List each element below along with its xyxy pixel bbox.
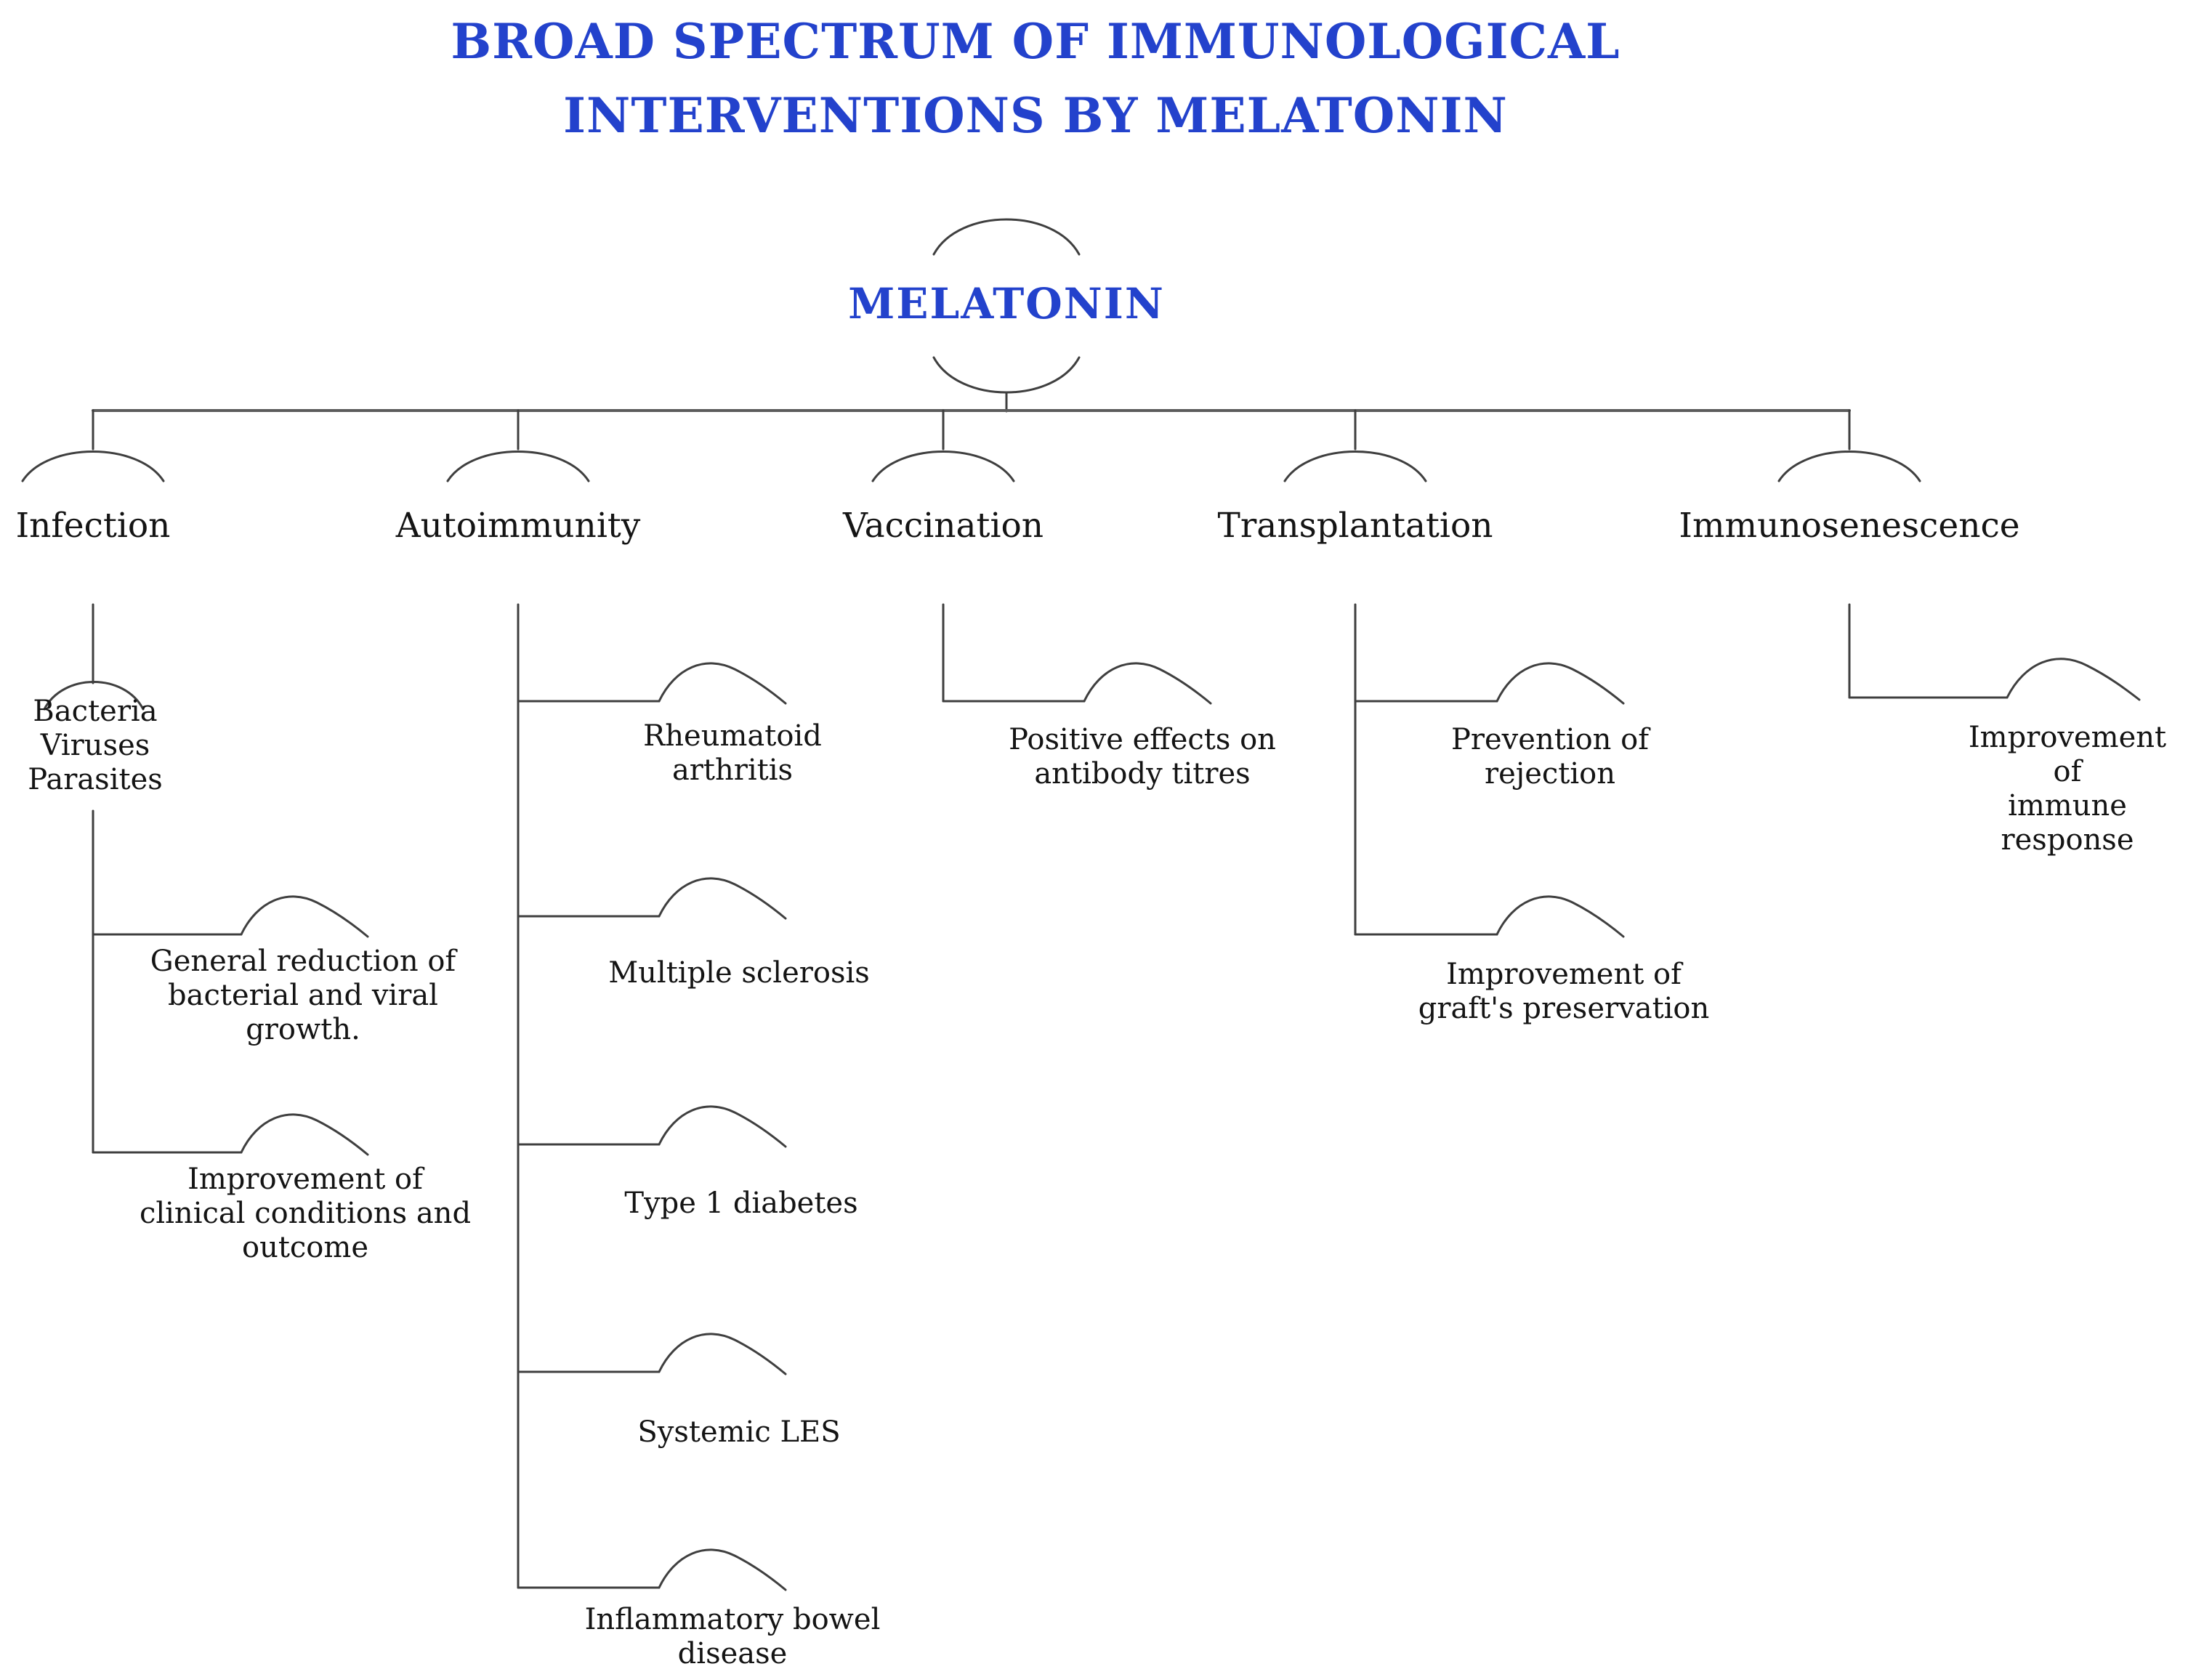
dome-bacteria xyxy=(43,681,145,711)
page-title: BROAD SPECTRUM OF IMMUNOLOGICAL INTERVEN… xyxy=(451,13,1620,144)
dome-immunosenescence xyxy=(1777,450,1921,482)
leaf-dome-infection-1 xyxy=(240,1113,369,1156)
leaf-dome-autoimmunity-1 xyxy=(658,877,787,920)
leaf-prevention-of-rejection: Prevention of rejection xyxy=(1450,723,1650,791)
leaf-dome-autoimmunity-3 xyxy=(658,1333,787,1375)
dome-transplantation xyxy=(1283,450,1427,482)
leaf-graft-preservation: Improvement of graft's preservation xyxy=(1418,958,1710,1025)
leaf-dome-transplantation-1 xyxy=(1495,895,1625,938)
leaf-dome-transplantation-0 xyxy=(1495,662,1625,705)
branch-label-autoimmunity: Autoimmunity xyxy=(395,506,641,546)
leaf-multiple-sclerosis: Multiple sclerosis xyxy=(608,956,870,990)
leaf-dome-infection-0 xyxy=(240,895,369,938)
leaf-antibody-titres: Positive effects on antibody titres xyxy=(1009,723,1276,791)
branch-label-vaccination: Vaccination xyxy=(842,506,1044,546)
leaf-type-1-diabetes: Type 1 diabetes xyxy=(624,1187,858,1220)
leaf-general-reduction: General reduction of bacterial and viral… xyxy=(150,945,456,1046)
dome-autoimmunity xyxy=(446,450,590,482)
leaf-inflammatory-bowel: Inflammatory bowel disease xyxy=(584,1603,881,1670)
dome-infection xyxy=(21,450,165,482)
leaf-rheumatoid-arthritis: Rheumatoid arthritis xyxy=(643,719,822,787)
melatonin-top-arc xyxy=(932,218,1081,256)
dome-vaccination xyxy=(871,450,1015,482)
leaf-dome-autoimmunity-4 xyxy=(658,1548,787,1591)
melatonin-bottom-arc xyxy=(932,356,1081,394)
leaf-dome-autoimmunity-0 xyxy=(658,662,787,705)
leaf-dome-immunosenescence-0 xyxy=(2006,658,2141,701)
branch-label-infection: Infection xyxy=(15,506,171,546)
leaf-dome-vaccination-0 xyxy=(1083,662,1212,705)
leaf-systemic-les: Systemic LES xyxy=(637,1415,841,1449)
node-bacteria-viruses-parasites: Bacteria Viruses Parasites xyxy=(28,695,163,796)
leaf-clinical-improvement: Improvement of clinical conditions and o… xyxy=(139,1163,472,1264)
branch-label-transplantation: Transplantation xyxy=(1217,506,1493,546)
leaf-dome-autoimmunity-2 xyxy=(658,1105,787,1148)
branch-label-immunosenescence: Immunosenescence xyxy=(1679,506,2020,546)
root-node-melatonin: MELATONIN xyxy=(848,279,1165,328)
leaf-immune-response: Improvement of immune response xyxy=(1968,721,2167,857)
